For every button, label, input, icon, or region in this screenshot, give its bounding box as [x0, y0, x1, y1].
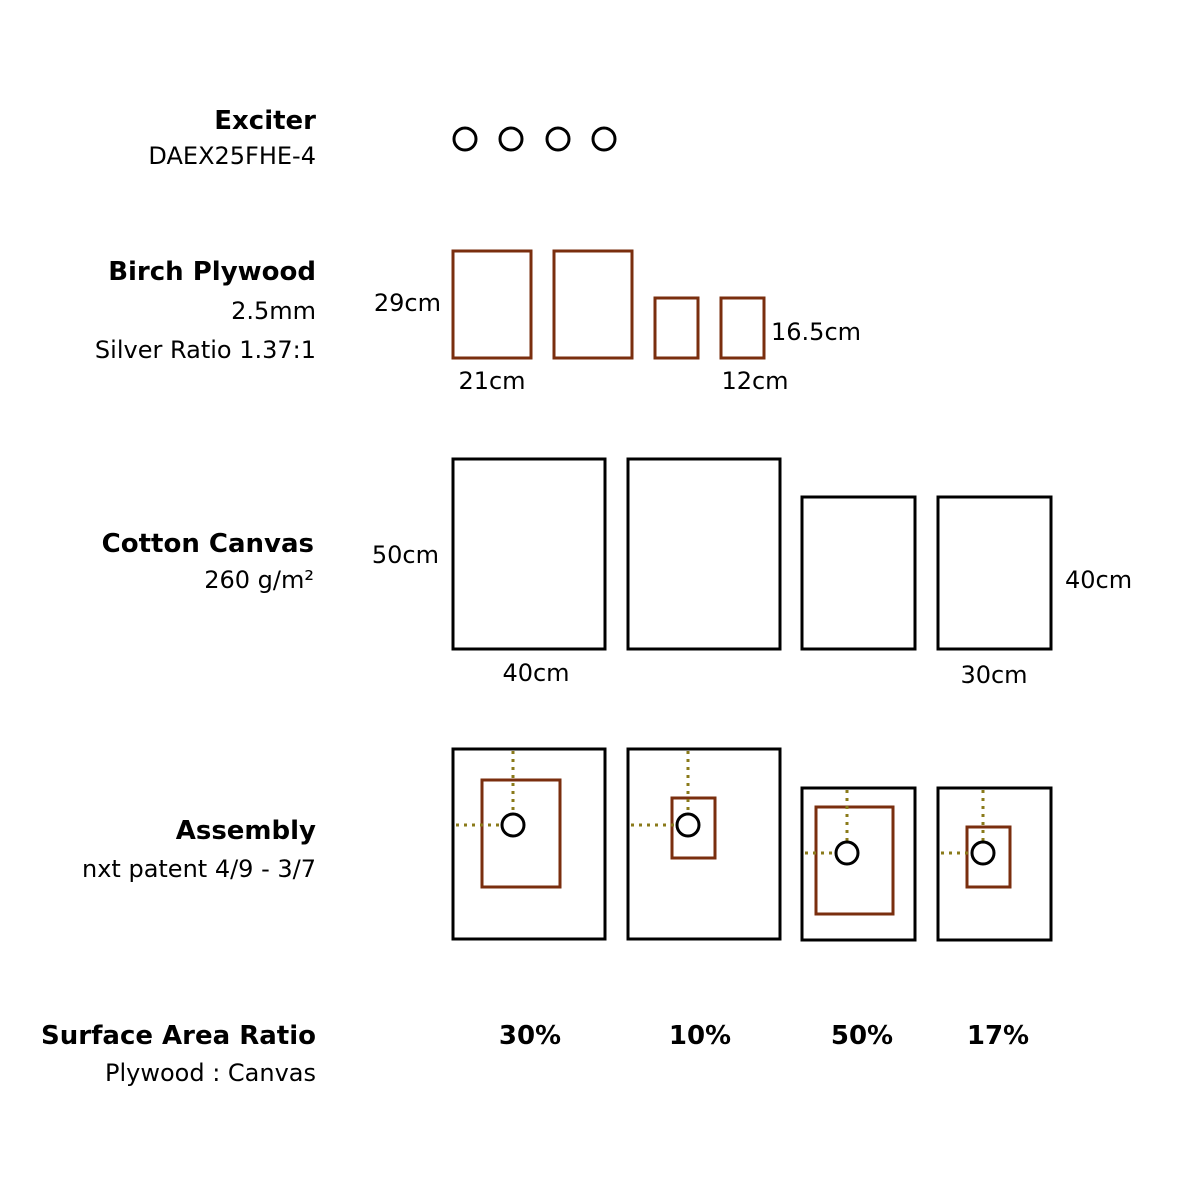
assembly-2-plywood	[670, 796, 717, 860]
ratio-subtitle: Plywood : Canvas	[105, 1059, 316, 1087]
label-assembly: Assembly nxt patent 4/9 - 3/7	[82, 816, 316, 883]
plywood-panel-1	[451, 249, 533, 360]
label-ratio: Surface Area Ratio Plywood : Canvas	[41, 1021, 316, 1087]
plywood-panel-3	[653, 296, 700, 360]
exciter-title: Exciter	[214, 106, 316, 136]
canvas-small-width-label: 30cm	[960, 661, 1027, 689]
assembly-4-plywood	[965, 825, 1012, 889]
assembly-note: nxt patent 4/9 - 3/7	[82, 855, 316, 883]
ratio-value-4: 17%	[967, 1021, 1029, 1051]
assembly-2-canvas	[626, 747, 782, 941]
exciter-row	[452, 126, 617, 152]
assembly-3	[800, 786, 917, 942]
label-plywood: Birch Plywood 2.5mm Silver Ratio 1.37:1	[95, 257, 316, 364]
assembly-1-canvas	[451, 747, 607, 941]
label-canvas: Cotton Canvas 260 g/m²	[102, 529, 314, 594]
assembly-1	[451, 747, 607, 941]
canvas-small-height-label: 40cm	[1065, 566, 1132, 594]
assembly-1-plywood	[480, 778, 562, 889]
canvas-large-height-label: 50cm	[372, 541, 439, 569]
canvas-panel-1	[451, 457, 607, 651]
plywood-large-width-label: 21cm	[458, 367, 525, 395]
plywood-panel-2	[552, 249, 634, 360]
plywood-panel-4	[719, 296, 766, 360]
canvas-panel-4	[936, 495, 1053, 651]
exciter-circle-1	[452, 126, 478, 152]
assembly-4-exciter	[970, 840, 996, 866]
exciter-circle-3	[545, 126, 571, 152]
canvas-row	[451, 457, 1053, 651]
assembly-4	[936, 786, 1053, 942]
assembly-row	[451, 747, 1053, 942]
exciter-model: DAEX25FHE-4	[148, 142, 316, 170]
assembly-3-plywood	[814, 805, 895, 916]
plywood-title: Birch Plywood	[108, 257, 316, 287]
plywood-thickness: 2.5mm	[231, 297, 316, 325]
assembly-2	[626, 747, 782, 941]
assembly-2-exciter	[675, 812, 701, 838]
canvas-panel-3	[800, 495, 917, 651]
ratio-value-1: 30%	[499, 1021, 561, 1051]
ratio-value-2: 10%	[669, 1021, 731, 1051]
canvas-weight: 260 g/m²	[204, 566, 314, 594]
assembly-3-exciter	[834, 840, 860, 866]
exciter-circle-4	[591, 126, 617, 152]
assembly-1-exciter	[500, 812, 526, 838]
ratio-row: 30% 10% 50% 17%	[499, 1021, 1029, 1051]
plywood-ratio: Silver Ratio 1.37:1	[95, 336, 316, 364]
ratio-value-3: 50%	[831, 1021, 893, 1051]
ratio-title: Surface Area Ratio	[41, 1021, 316, 1051]
assembly-3-canvas	[800, 786, 917, 942]
plywood-row	[451, 249, 766, 360]
plywood-large-height-label: 29cm	[374, 289, 441, 317]
label-exciter: Exciter DAEX25FHE-4	[148, 106, 316, 170]
canvas-dimensions: 50cm 40cm 40cm 30cm	[372, 541, 1132, 689]
assembly-title: Assembly	[176, 816, 316, 846]
plywood-small-height-label: 16.5cm	[771, 318, 861, 346]
canvas-panel-2	[626, 457, 782, 651]
assembly-4-canvas	[936, 786, 1053, 942]
exciter-circle-2	[498, 126, 524, 152]
canvas-large-width-label: 40cm	[502, 659, 569, 687]
plywood-small-width-label: 12cm	[721, 367, 788, 395]
canvas-title: Cotton Canvas	[102, 529, 314, 559]
plywood-dimensions: 29cm 21cm 16.5cm 12cm	[374, 289, 861, 395]
